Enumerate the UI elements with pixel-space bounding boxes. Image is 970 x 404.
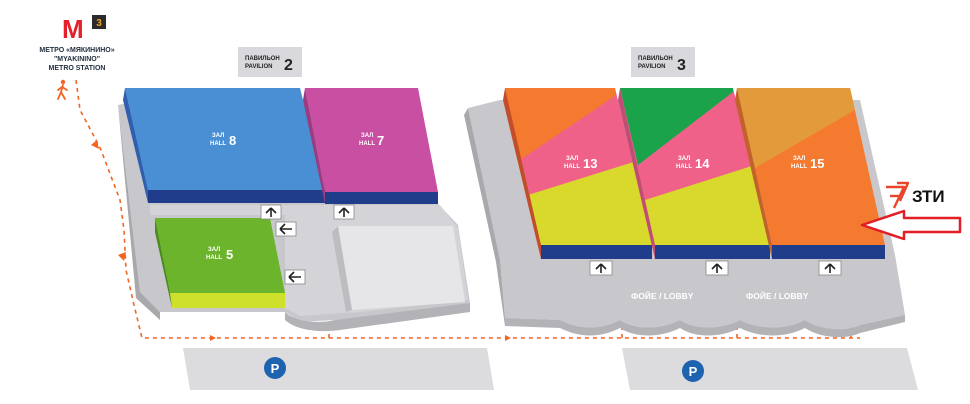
- hall-14-label-en: HALL: [676, 164, 692, 170]
- hall-13-number: 13: [583, 156, 597, 171]
- hall-8-label-en: HALL: [210, 141, 226, 147]
- pavilion-2-label-en: PAVILION: [245, 64, 272, 70]
- hall-14-label-ru: ЗАЛ: [678, 156, 690, 162]
- metro-station: М 3 МЕТРО «МЯКИНИНО» "MYAKININO" METRO S…: [39, 14, 115, 100]
- parking-label: P: [271, 361, 280, 376]
- lobby-label-1: ФОЙЕ / LOBBY: [631, 290, 694, 301]
- hall-15[interactable]: ЗАЛ HALL 15: [735, 88, 885, 259]
- hall-7-label-en: HALL: [359, 141, 375, 147]
- hall-5-label-en: HALL: [206, 255, 222, 261]
- parking-lot-2: P: [622, 348, 918, 390]
- walking-person-icon: [57, 79, 68, 100]
- hall-14[interactable]: ЗАЛ HALL 14: [618, 88, 770, 259]
- hall-5-label-ru: ЗАЛ: [208, 247, 220, 253]
- hall-5[interactable]: ЗАЛ HALL 5: [155, 218, 285, 308]
- parking-icon: [264, 357, 286, 379]
- hall-15-label-en: HALL: [791, 164, 807, 170]
- lobby-label-2: ФОЙЕ / LOBBY: [746, 290, 809, 301]
- entrance-arrow-up-icon: [705, 260, 729, 276]
- metro-label-ru: МЕТРО «МЯКИНИНО»: [39, 47, 114, 54]
- pavilion-3: ЗАЛ HALL 13 ЗАЛ HALL 14 ЗАЛ HALL 15: [464, 47, 905, 338]
- entrance-arrow-up-icon: [589, 260, 613, 276]
- parking-lot-1: P: [183, 348, 494, 390]
- entrance-arrow-up-icon: [333, 204, 355, 220]
- hall-7[interactable]: ЗАЛ HALL 7: [303, 88, 438, 204]
- hall-15-number: 15: [810, 156, 824, 171]
- entrance-arrow-up-icon: [818, 260, 842, 276]
- hall-13[interactable]: ЗАЛ HALL 13: [503, 88, 652, 259]
- pavilion-3-label-ru: ПАВИЛЬОН: [638, 56, 673, 62]
- pavilion-3-number: 3: [677, 57, 686, 74]
- pointer-arrow-icon: [860, 209, 962, 241]
- pavilion-2-number: 2: [284, 57, 293, 74]
- parking-label: P: [689, 364, 698, 379]
- hall-13-label-en: HALL: [564, 164, 580, 170]
- pavilion-2-label-ru: ПАВИЛЬОН: [245, 56, 280, 62]
- metro-label-quoted: "MYAKININO": [54, 56, 100, 63]
- metro-logo-icon: М: [62, 14, 84, 44]
- hall-7-number: 7: [377, 133, 384, 148]
- entrance-arrow-up-icon: [260, 204, 282, 220]
- hall-8-number: 8: [229, 133, 236, 148]
- hall-13-label-ru: ЗАЛ: [566, 156, 578, 162]
- exhibitor-callout: ЗТИ: [860, 181, 962, 241]
- hall-5-number: 5: [226, 247, 233, 262]
- exhibitor-brand: ЗТИ: [912, 187, 945, 206]
- hall-15-label-ru: ЗАЛ: [793, 156, 805, 162]
- zti-logo-icon: [886, 181, 910, 209]
- pavilion-3-label-en: PAVILION: [638, 64, 665, 70]
- parking-icon: [682, 360, 704, 382]
- metro-label-en: METRO STATION: [49, 65, 106, 72]
- hall-8-label-ru: ЗАЛ: [212, 133, 224, 139]
- metro-line-number: 3: [96, 18, 102, 29]
- pavilion-3-sign: ПАВИЛЬОН PAVILION 3: [631, 47, 695, 77]
- entrance-arrow-left-icon: [284, 269, 306, 285]
- hall-7-label-ru: ЗАЛ: [361, 133, 373, 139]
- pavilion-2: ЗАЛ HALL 8 ЗАЛ HALL 7 ЗАЛ HALL 5: [118, 47, 470, 332]
- hall-8[interactable]: ЗАЛ HALL 8: [123, 88, 325, 203]
- entrance-arrow-left-icon: [275, 221, 297, 237]
- pavilion-2-sign: ПАВИЛЬОН PAVILION 2: [238, 47, 302, 77]
- metro-line-badge: [92, 15, 106, 29]
- hall-14-number: 14: [695, 156, 710, 171]
